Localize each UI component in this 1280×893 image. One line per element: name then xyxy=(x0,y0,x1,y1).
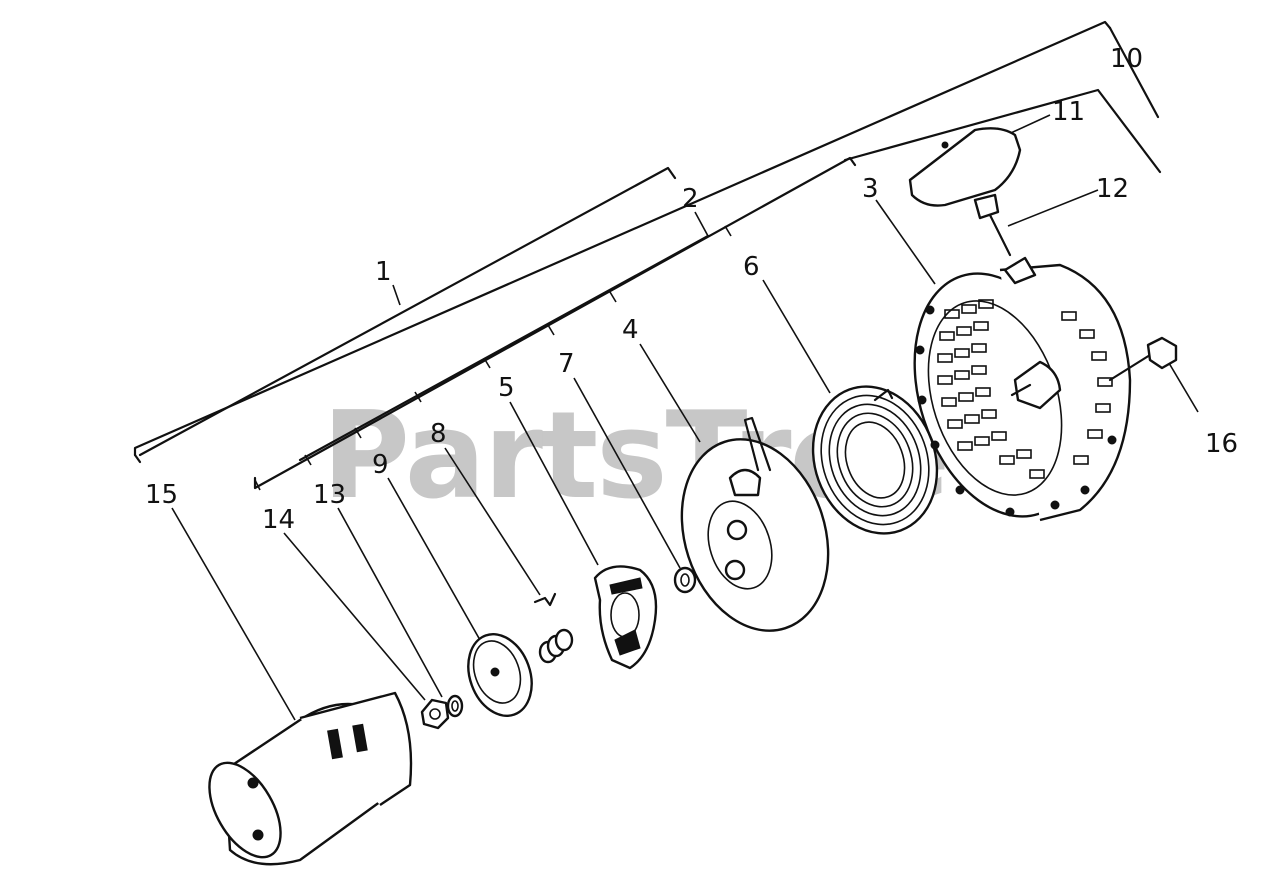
part-6-recoil-spring xyxy=(811,385,939,535)
bracket-inner xyxy=(298,234,710,462)
part-5-pawl-plate xyxy=(593,565,658,670)
bracket-1 xyxy=(138,166,677,457)
part-11-starter-handle xyxy=(908,127,1022,220)
part-3-housing xyxy=(913,256,1132,522)
bracket-lines xyxy=(133,20,1162,490)
callout-16: 16 xyxy=(1205,429,1238,459)
callout-13: 13 xyxy=(313,480,346,510)
part-8-spring xyxy=(533,592,574,664)
callout-15: 15 xyxy=(145,480,178,510)
callout-numbers: 1 2 3 4 5 6 7 8 9 10 11 12 13 14 15 16 xyxy=(145,44,1238,535)
part-15-starter-cup xyxy=(208,691,413,866)
callout-4: 4 xyxy=(622,315,639,345)
bracket-2 xyxy=(253,156,857,490)
part-9-retainer xyxy=(467,633,533,717)
callout-3: 3 xyxy=(862,174,879,204)
callout-9: 9 xyxy=(372,450,389,480)
part-7-washer xyxy=(673,566,697,594)
part-12-starter-rope xyxy=(988,213,1012,257)
callout-8: 8 xyxy=(430,419,447,449)
housing-vent-slots xyxy=(937,299,1113,479)
callout-14: 14 xyxy=(262,505,295,535)
part-13-washer xyxy=(446,694,464,718)
part-14-nut xyxy=(420,698,450,730)
leader-lines xyxy=(171,114,1199,721)
bracket-10 xyxy=(133,20,1112,457)
callout-11: 11 xyxy=(1052,97,1085,127)
housing-bolt-holes xyxy=(915,305,1117,517)
part-16-bolt xyxy=(1108,336,1178,382)
callout-6: 6 xyxy=(743,252,760,282)
callout-7: 7 xyxy=(558,349,575,379)
callout-10: 10 xyxy=(1110,44,1143,74)
bracket-11-12 xyxy=(843,88,1162,174)
bracket-10-right xyxy=(1108,26,1160,119)
bracket-1-left xyxy=(133,453,142,464)
callout-2: 2 xyxy=(682,184,699,214)
callout-1: 1 xyxy=(375,257,392,287)
part-4-pulley xyxy=(680,416,830,632)
callout-12: 12 xyxy=(1096,174,1129,204)
callout-5: 5 xyxy=(498,373,515,403)
